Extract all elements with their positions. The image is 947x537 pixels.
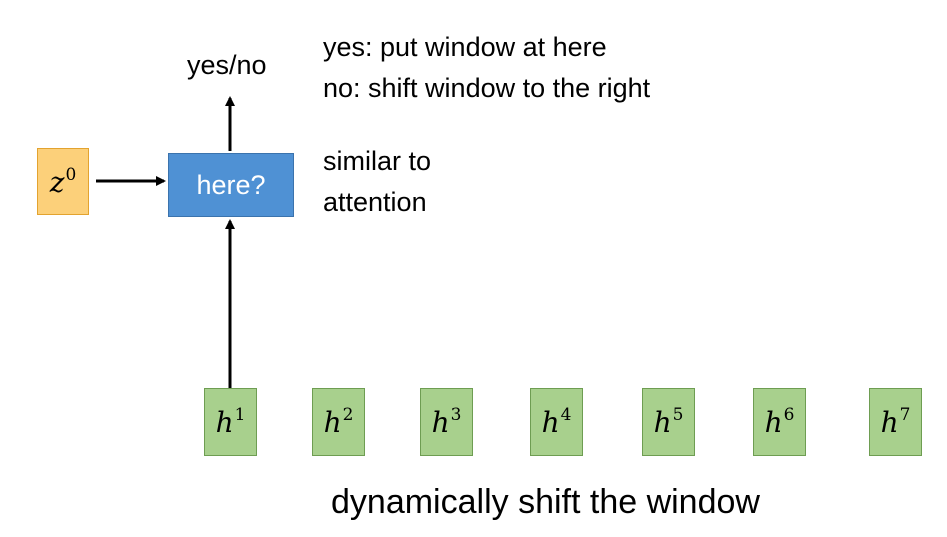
hidden-state-box: h4 — [530, 388, 583, 456]
here-box-label: here? — [196, 169, 266, 200]
decision-label: yes/no — [187, 50, 267, 80]
note-line1: similar to — [323, 146, 432, 176]
query-z0-box: z0 — [37, 148, 89, 215]
diagram-caption: dynamically shift the window — [331, 483, 760, 521]
rule-yes: yes: put window at here — [323, 32, 607, 62]
hidden-state-box: h5 — [642, 388, 695, 456]
note-line2: attention — [323, 187, 427, 217]
rule-no: no: shift window to the right — [323, 73, 651, 103]
hidden-state-box: h6 — [753, 388, 806, 456]
hidden-state-box: h1 — [204, 388, 257, 456]
hidden-state-box: h7 — [869, 388, 922, 456]
query-label: z0 — [49, 164, 77, 199]
hidden-state-box: h2 — [312, 388, 365, 456]
here-decision-box: here? — [168, 153, 294, 217]
hidden-state-box: h3 — [420, 388, 473, 456]
